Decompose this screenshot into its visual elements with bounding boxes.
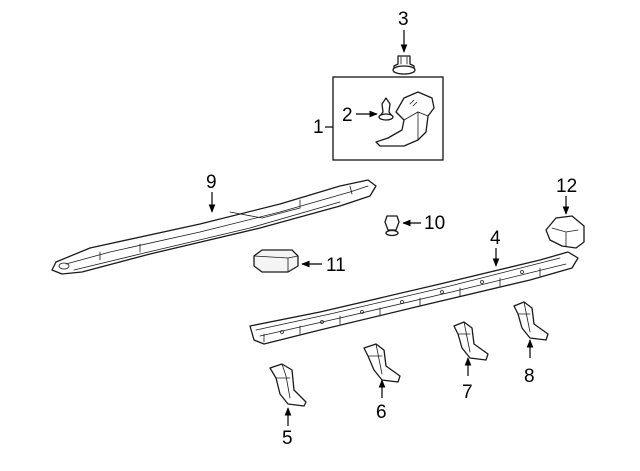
callout-11: 11 — [326, 255, 346, 276]
part-11-spacer — [253, 249, 299, 273]
part-12-end-cap — [545, 215, 585, 249]
part-8-bracket — [513, 301, 549, 341]
callout-3: 3 — [398, 9, 409, 30]
callout-2: 2 — [342, 105, 353, 126]
callout-4: 4 — [490, 228, 501, 249]
part-5-bracket — [269, 363, 307, 407]
callout-12: 12 — [556, 176, 577, 197]
part-7-bracket — [453, 321, 489, 361]
callout-1: 1 — [313, 117, 324, 138]
part-10-clip — [384, 215, 400, 237]
part-2-clip — [378, 97, 394, 121]
part-9-running-board — [51, 179, 377, 275]
callout-9: 9 — [206, 172, 217, 193]
callout-10: 10 — [424, 213, 445, 234]
callout-7: 7 — [462, 382, 473, 403]
callout-5: 5 — [282, 428, 293, 449]
part-6-bracket — [363, 343, 401, 383]
part-1-bracket — [375, 91, 435, 147]
part-3-clip — [392, 55, 416, 75]
part-4-step-rail — [249, 251, 579, 345]
callout-8: 8 — [524, 366, 535, 387]
kit-box — [332, 76, 444, 161]
callout-6: 6 — [376, 402, 387, 423]
